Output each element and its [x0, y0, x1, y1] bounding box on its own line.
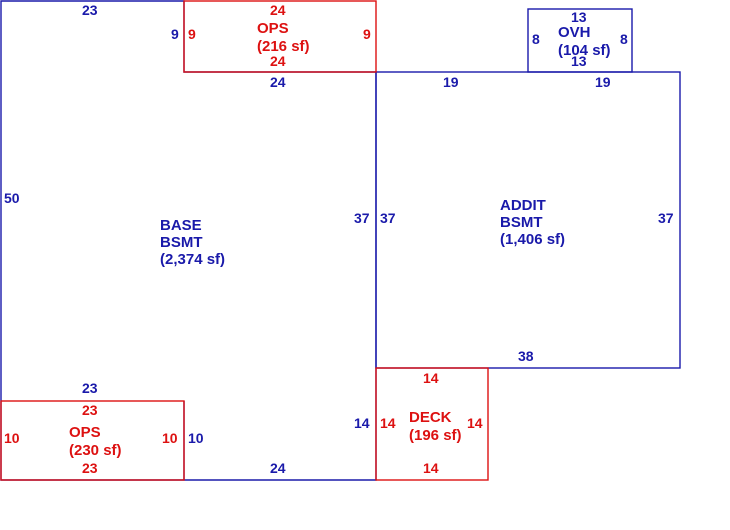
base-bsmt-area: (2,374 sf) [160, 251, 225, 268]
ops-top-area: (216 sf) [257, 38, 310, 55]
dim-base-right-upper: 37 [354, 210, 370, 226]
dim-ops-top-left: 9 [188, 26, 196, 42]
base-bsmt-label-2: BSMT [160, 234, 203, 251]
ovh-outline [527, 8, 633, 73]
dim-ops-bottom-top: 23 [82, 402, 98, 418]
dim-base-left: 50 [4, 190, 20, 206]
dim-addit-top-right: 19 [595, 74, 611, 90]
ops-bottom-label: OPS [69, 424, 101, 441]
dim-base-step-top: 24 [270, 74, 286, 90]
dim-deck-top: 14 [423, 370, 439, 386]
ops-top-outline [183, 0, 377, 73]
dim-deck-left: 14 [380, 415, 396, 431]
ops-bottom-area: (230 sf) [69, 442, 122, 459]
dim-ovh-top: 13 [571, 9, 587, 25]
dim-base-step-left: 9 [171, 26, 179, 42]
dim-ops-bottom-left: 10 [4, 430, 20, 446]
dim-addit-top-left: 19 [443, 74, 459, 90]
dim-base-lower-right: 10 [188, 430, 204, 446]
deck-outline [375, 367, 489, 481]
addit-bsmt-label-2: BSMT [500, 214, 543, 231]
addit-bsmt-area: (1,406 sf) [500, 231, 565, 248]
dim-ops-top-top: 24 [270, 2, 286, 18]
deck-label: DECK [409, 409, 452, 426]
deck-area: (196 sf) [409, 427, 462, 444]
ops-bottom-outline [0, 400, 185, 481]
dim-addit-bottom: 38 [518, 348, 534, 364]
dim-ops-top-right: 9 [363, 26, 371, 42]
dim-deck-bottom: 14 [423, 460, 439, 476]
dim-ovh-bottom: 13 [571, 53, 587, 69]
dim-ops-bottom-right: 10 [162, 430, 178, 446]
addit-bsmt-label-1: ADDIT [500, 197, 546, 214]
dim-base-top: 23 [82, 2, 98, 18]
dim-ops-top-bottom: 24 [270, 53, 286, 69]
dim-ops-bottom-bottom: 23 [82, 460, 98, 476]
dim-deck-right: 14 [467, 415, 483, 431]
dim-base-lower-top: 23 [82, 380, 98, 396]
ovh-label: OVH [558, 24, 591, 41]
dim-base-bottom: 24 [270, 460, 286, 476]
dim-ovh-right: 8 [620, 31, 628, 47]
base-bsmt-label-1: BASE [160, 217, 202, 234]
dim-addit-right: 37 [658, 210, 674, 226]
ovh-area: (104 sf) [558, 42, 611, 59]
dim-addit-left: 37 [380, 210, 396, 226]
dim-ovh-left: 8 [532, 31, 540, 47]
dim-base-right-lower: 14 [354, 415, 370, 431]
ops-top-label: OPS [257, 20, 289, 37]
